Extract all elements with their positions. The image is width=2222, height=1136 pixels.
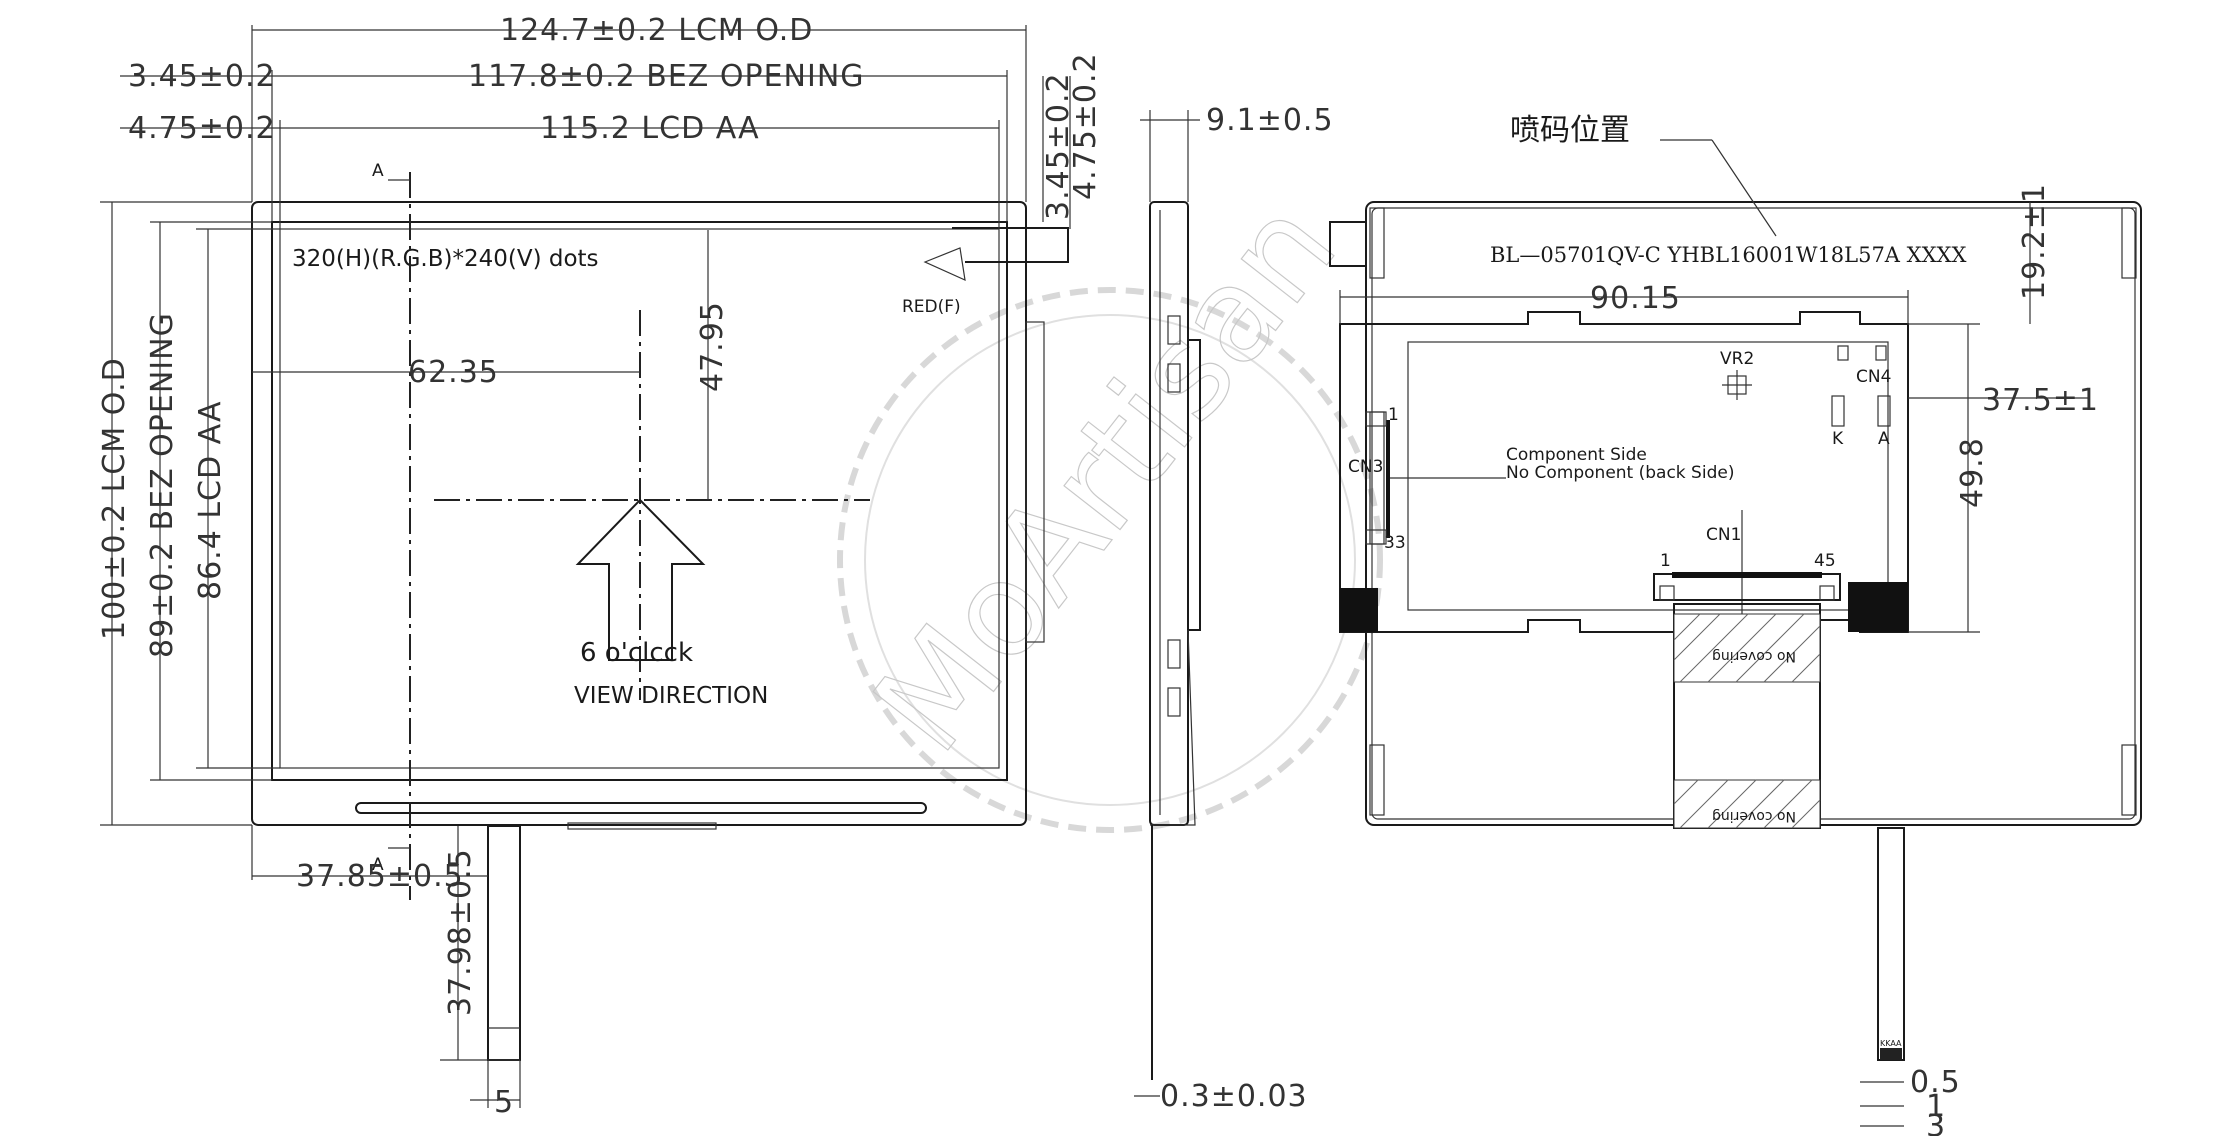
pin-k-label: K xyxy=(1832,429,1844,449)
cn3-pin1-label: 1 xyxy=(1388,405,1399,425)
front-view: 320(H)(R.G.B)*240(V) dots RED(F) A A 62.… xyxy=(97,13,1103,1120)
cn1-label: CN1 xyxy=(1706,525,1741,545)
fpc-width-dim: 5 xyxy=(494,1085,514,1120)
view-direction-arrow xyxy=(575,498,706,661)
right-tab xyxy=(1025,321,1045,643)
bez-width-dim: 117.8±0.2 BEZ OPENING xyxy=(468,59,865,94)
watermark: MoArtisan xyxy=(837,172,1383,833)
pitch-a-dim: 0.5 xyxy=(1910,1065,1961,1100)
section-top-label: A xyxy=(372,161,384,181)
pin-k-pad xyxy=(1831,395,1845,427)
fpc-no-covering-bottom xyxy=(1673,779,1821,829)
pcb-height-dim: 49.8 xyxy=(1955,437,1990,508)
no-component-label: No Component (back Side) xyxy=(1506,463,1734,483)
polarizer-mark xyxy=(952,227,1069,263)
lcm-height-dim: 100±0.2 LCM O.D xyxy=(97,357,132,640)
aa-height-dim: 86.4 LCD AA xyxy=(193,400,228,600)
back-left-tab xyxy=(1329,221,1367,267)
pin-a-label: A xyxy=(1878,429,1890,449)
no-covering-label-bottom: No covering xyxy=(1712,808,1796,824)
back-view: 喷码位置 BL—05701QV-C YHBL16001W18L57A XXXX … xyxy=(1329,113,2142,1136)
back-fpc-tail xyxy=(1877,827,1905,1061)
vr2-label: VR2 xyxy=(1720,349,1754,369)
side-view: 9.1±0.5 0.3±0.03 xyxy=(1134,103,1334,1114)
bezel-opening xyxy=(271,221,1008,781)
bez-left-dim: 3.45±0.2 xyxy=(128,59,276,94)
component-zone xyxy=(1407,341,1889,611)
center-y-dim: 47.95 xyxy=(695,301,730,392)
code-text: BL—05701QV-C YHBL16001W18L57A XXXX xyxy=(1490,243,1966,267)
center-x-dim: 62.35 xyxy=(408,355,499,390)
no-covering-label-top: No covering xyxy=(1712,648,1796,664)
cn3-pin33-label: 33 xyxy=(1384,533,1406,553)
active-area xyxy=(279,228,1000,769)
aa-width-dim: 115.2 LCD AA xyxy=(540,111,760,146)
aa-right-dim: 4.75±0.2 xyxy=(1068,52,1103,200)
code-position-title: 喷码位置 xyxy=(1510,113,1630,148)
pitch-b-dim: 1 xyxy=(1926,1089,1946,1124)
watermark-text: MoArtisan xyxy=(845,173,1366,780)
red-f-label: RED(F) xyxy=(902,297,961,317)
fpc-length-dim: 37.98±0.5 xyxy=(443,848,478,1016)
component-side-label: Component Side xyxy=(1506,445,1647,465)
pcb-width-dim: 90.15 xyxy=(1590,281,1681,316)
pin-a-pad xyxy=(1877,395,1891,427)
cn1-pin45-label: 45 xyxy=(1814,551,1836,571)
thickness-dim: 9.1±0.5 xyxy=(1206,103,1334,138)
bez-height-dim: 89±0.2 BEZ OPENING xyxy=(145,312,180,658)
cn3-label: CN3 xyxy=(1348,457,1383,477)
fpc-tip-label: KKAA xyxy=(1880,1039,1902,1048)
pcb-pad-right xyxy=(1848,582,1908,632)
section-bottom-label: A xyxy=(372,855,384,875)
pitch-c-dim: 3 xyxy=(1926,1109,1946,1136)
side-pcb xyxy=(1187,339,1201,631)
red-f-mark xyxy=(923,247,966,282)
aa-left-dim: 4.75±0.2 xyxy=(128,111,276,146)
cn1-pin1-label: 1 xyxy=(1660,551,1671,571)
view-direction-label: VIEW DIRECTION xyxy=(574,683,768,709)
bez-right-dim: 3.45±0.2 xyxy=(1041,72,1076,220)
pcb-pad-left xyxy=(1340,588,1378,632)
bottom-slot xyxy=(355,802,927,814)
front-fpc xyxy=(487,825,521,1061)
lcm-width-dim: 124.7±0.2 LCM O.D xyxy=(500,13,813,48)
cn4-label: CN4 xyxy=(1856,367,1891,387)
fpc-thickness-dim: 0.3±0.03 xyxy=(1160,1079,1308,1114)
pcb-offset-dim: 37.5±1 xyxy=(1982,383,2099,418)
view-angle-label: 6 o'clcck xyxy=(580,638,693,668)
resolution-label: 320(H)(R.G.B)*240(V) dots xyxy=(292,246,599,272)
code-offset-dim: 19.2±1 xyxy=(2017,183,2052,300)
bottom-tab xyxy=(567,822,717,830)
fpc-position-dim: 37.85±0.5 xyxy=(296,859,464,894)
